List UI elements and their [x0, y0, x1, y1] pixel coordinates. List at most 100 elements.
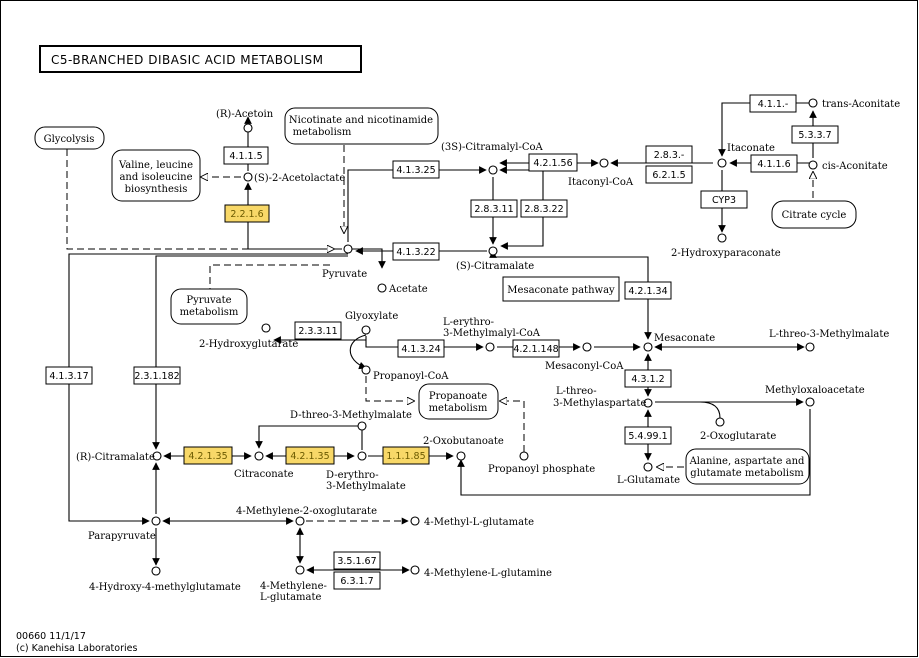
compound-acetate[interactable]: [377, 283, 387, 293]
label-itaconyl-coa: Itaconyl-CoA: [568, 177, 634, 188]
enzyme-4-3-1-2[interactable]: 4.3.1.2: [624, 369, 672, 388]
compound-mesaconate[interactable]: [643, 342, 653, 352]
label-acetolactate: (S)-2-Acetolactate: [254, 173, 345, 184]
enzyme-4-1-3-17-label: 4.1.3.17: [49, 371, 88, 382]
footer-map-id: 00660 11/1/17: [16, 631, 86, 642]
enzyme-3-5-1-67[interactable]: 3.5.1.67: [333, 551, 381, 570]
enzyme-2-8-3-x[interactable]: 2.8.3.-: [645, 145, 693, 164]
compound-mesaconyl-coa[interactable]: [582, 342, 592, 352]
compound-propanoyl-coa[interactable]: [361, 365, 371, 375]
label-hydroxyparaconate: 2-Hydroxyparaconate: [671, 248, 781, 259]
enzyme-cyp3-label: CYP3: [712, 195, 736, 206]
map-title: C5-BRANCHED DIBASIC ACID METABOLISM: [39, 45, 362, 73]
compound-hydroxy-methylglutamate[interactable]: [151, 566, 161, 576]
enzyme-4-1-3-25[interactable]: 4.1.3.25: [392, 160, 440, 179]
compound-acetolactate[interactable]: [243, 172, 253, 182]
enzyme-4-1-3-22-label: 4.1.3.22: [396, 247, 435, 258]
label-cis-aconitate: cis-Aconitate: [822, 161, 888, 172]
enzyme-4-1-1-6[interactable]: 4.1.1.6: [750, 154, 798, 173]
compound-threo-methylmalate[interactable]: [805, 342, 815, 352]
enzyme-2-3-3-11-label: 2.3.3.11: [298, 326, 337, 337]
compound-erythro-methylmalyl-coa[interactable]: [485, 342, 495, 352]
enzyme-2-3-1-182[interactable]: 2.3.1.182: [133, 366, 181, 385]
compound-l-glutamate[interactable]: [643, 462, 653, 472]
enzyme-4-2-1-35-first[interactable]: 4.2.1.35: [183, 446, 233, 465]
enzyme-4-2-1-34[interactable]: 4.2.1.34: [624, 281, 672, 300]
enzyme-4-1-1-5[interactable]: 4.1.1.5: [223, 146, 269, 165]
compound-itaconyl-coa[interactable]: [599, 158, 609, 168]
compound-oxoglutarate[interactable]: [715, 417, 725, 427]
enzyme-2-3-3-11[interactable]: 2.3.3.11: [294, 321, 342, 340]
pathway-alanine-label-2: glutamate metabolism: [690, 468, 804, 479]
enzyme-cyp3[interactable]: CYP3: [700, 190, 748, 209]
pathway-glycolysis[interactable]: Glycolysis: [34, 126, 105, 150]
compound-methylene-oxoglutarate[interactable]: [295, 516, 305, 526]
enzyme-2-2-1-6-label: 2.2.1.6: [230, 209, 263, 220]
compound-r-acetoin[interactable]: [243, 123, 253, 133]
pathway-valine-label-1: Valine, leucine: [118, 160, 193, 171]
pathway-valine-leucine-isoleucine[interactable]: Valine, leucine and isoleucine biosynthe…: [111, 149, 201, 202]
compound-propanoyl-phosphate[interactable]: [519, 451, 529, 461]
pathway-citrate-cycle[interactable]: Citrate cycle: [771, 200, 857, 229]
compound-pyruvate[interactable]: [343, 244, 353, 254]
compound-cis-aconitate[interactable]: [808, 160, 818, 170]
enzyme-2-8-3-11-label: 2.8.3.11: [474, 204, 513, 215]
compound-trans-aconitate[interactable]: [808, 98, 818, 108]
compound-itaconate[interactable]: [717, 158, 727, 168]
enzyme-4-2-1-56[interactable]: 4.2.1.56: [528, 153, 578, 172]
enzyme-4-2-1-34-label: 4.2.1.34: [628, 286, 667, 297]
enzyme-2-2-1-6[interactable]: 2.2.1.6: [224, 204, 270, 223]
map-title-text: C5-BRANCHED DIBASIC ACID METABOLISM: [51, 53, 323, 67]
enzyme-2-8-3-22[interactable]: 2.8.3.22: [520, 199, 568, 218]
compound-citraconate[interactable]: [254, 451, 264, 461]
compound-methylaspartate[interactable]: [643, 398, 653, 408]
enzyme-1-1-1-85[interactable]: 1.1.1.85: [382, 446, 430, 465]
label-glyoxylate: Glyoxylate: [345, 311, 398, 322]
pathway-alanine-label-1: Alanine, aspartate and: [689, 456, 805, 467]
enzyme-4-1-1-x[interactable]: 4.1.1.-: [749, 94, 797, 113]
enzyme-2-8-3-x-label: 2.8.3.-: [654, 150, 685, 161]
label-r-acetoin: (R)-Acetoin: [216, 109, 274, 120]
label-hydroxy-methylglutamate: 4-Hydroxy-4-methylglutamate: [89, 582, 241, 593]
enzyme-6-3-1-7[interactable]: 6.3.1.7: [333, 571, 381, 590]
compound-hydroxyglutarate[interactable]: [261, 323, 271, 333]
label-methyl-l-glutamate: 4-Methyl-L-glutamate: [424, 517, 534, 528]
compound-oxobutanoate[interactable]: [456, 451, 466, 461]
compound-hydroxyparaconate[interactable]: [717, 233, 727, 243]
label-methylene-glutamate-1: 4-Methylene-: [260, 581, 327, 592]
enzyme-4-3-1-2-label: 4.3.1.2: [631, 374, 664, 385]
enzyme-4-1-3-22[interactable]: 4.1.3.22: [392, 242, 440, 261]
compound-methyloxaloacetate[interactable]: [805, 397, 815, 407]
pathway-propanoate[interactable]: Propanoate metabolism: [418, 383, 499, 420]
label-itaconate: Itaconate: [727, 143, 775, 154]
enzyme-4-1-3-17[interactable]: 4.1.3.17: [45, 366, 93, 385]
enzyme-5-4-99-1[interactable]: 5.4.99.1: [624, 426, 672, 445]
label-parapyruvate: Parapyruvate: [88, 531, 156, 542]
compound-s-citramalate[interactable]: [488, 246, 498, 256]
pathway-pyruvate-metabolism[interactable]: Pyruvate metabolism: [170, 288, 248, 325]
label-pyruvate: Pyruvate: [322, 269, 367, 280]
compound-citramalyl-coa[interactable]: [488, 165, 498, 175]
enzyme-6-2-1-5[interactable]: 6.2.1.5: [645, 165, 693, 184]
pathway-alanine-aspartate-glutamate[interactable]: Alanine, aspartate and glutamate metabol…: [685, 448, 810, 485]
compound-d-erythro-methylmalate[interactable]: [357, 451, 367, 461]
enzyme-5-3-3-7[interactable]: 5.3.3.7: [791, 125, 839, 144]
compound-glyoxylate[interactable]: [361, 325, 371, 335]
enzyme-4-2-1-148[interactable]: 4.2.1.148: [512, 339, 560, 358]
compound-r-citramalate[interactable]: [152, 451, 162, 461]
compound-parapyruvate[interactable]: [151, 516, 161, 526]
enzyme-4-2-1-35-second[interactable]: 4.2.1.35: [285, 446, 335, 465]
enzyme-2-8-3-11[interactable]: 2.8.3.11: [470, 199, 518, 218]
compound-methylene-l-glutamate[interactable]: [295, 565, 305, 575]
compound-d-threo-methylmalate[interactable]: [357, 421, 367, 431]
enzyme-4-1-3-24[interactable]: 4.1.3.24: [397, 339, 445, 358]
compound-methyl-l-glutamate[interactable]: [410, 516, 420, 526]
pathway-mesaconate[interactable]: Mesaconate pathway: [502, 276, 620, 302]
label-erythro-2: 3-Methylmalyl-CoA: [443, 328, 541, 339]
compound-nodes: [151, 98, 818, 576]
enzyme-4-1-1-5-label: 4.1.1.5: [229, 151, 262, 162]
label-s-citramalate: (S)-Citramalate: [456, 261, 534, 272]
compound-methylene-l-glutamine[interactable]: [410, 565, 420, 575]
pathway-nicotinate[interactable]: Nicotinate and nicotinamide metabolism: [284, 107, 439, 145]
